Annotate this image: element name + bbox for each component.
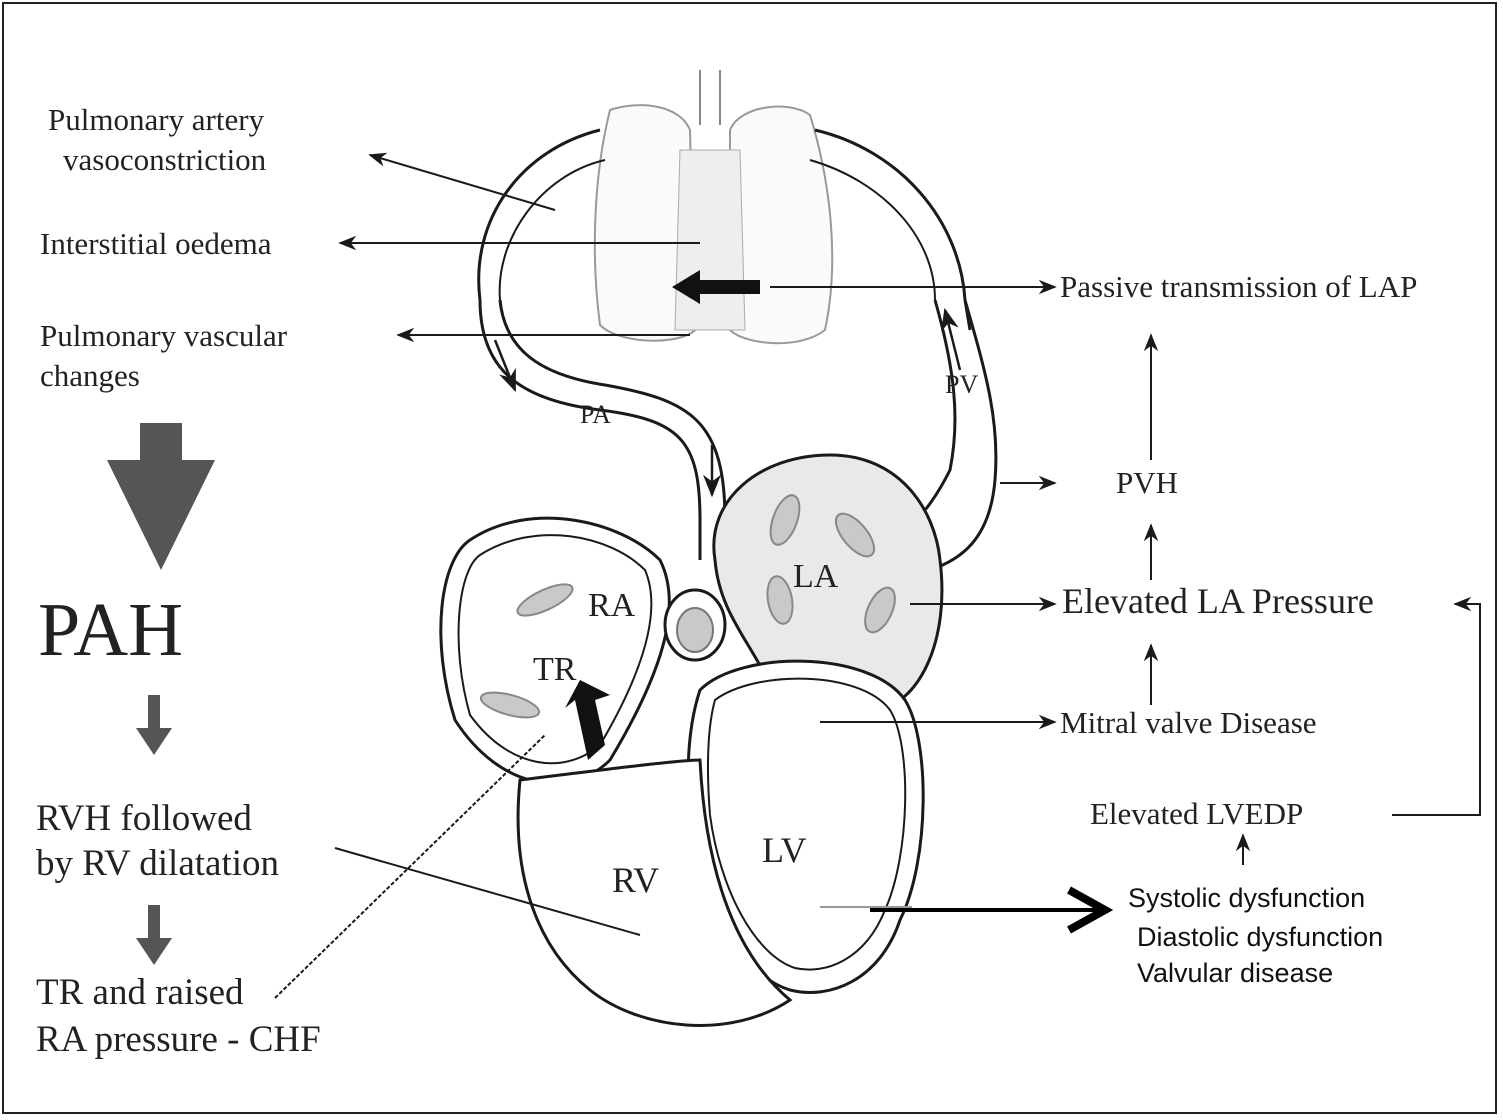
lung-right [730, 107, 832, 344]
trachea [700, 70, 720, 125]
pv-flow-arrow [945, 310, 960, 370]
label-pvh: PVH [1116, 465, 1178, 500]
heart-label-pa: PA [580, 400, 611, 429]
label-pav-line1: Pulmonary artery [48, 102, 265, 137]
label-tr-line2: RA pressure - CHF [36, 1019, 321, 1060]
label-pah: PAH [38, 588, 183, 672]
label-elevated-la: Elevated LA Pressure [1062, 581, 1374, 621]
label-diastolic: Diastolic dysfunction [1137, 922, 1383, 952]
heart-label-la: LA [793, 558, 839, 595]
label-pvc-line1: Pulmonary vascular [40, 318, 288, 353]
label-lvedp: Elevated LVEDP [1090, 796, 1303, 831]
label-valvular: Valvular disease [1137, 958, 1333, 988]
line-tr [275, 735, 545, 998]
label-mitral: Mitral valve Disease [1060, 705, 1317, 740]
heart-illustration [441, 70, 996, 1025]
heart-label-ra: RA [588, 587, 636, 624]
pah-big-arrow-icon [107, 423, 215, 570]
heart-label-rv: RV [612, 860, 659, 900]
pah-small-arrow-2-icon [136, 905, 172, 965]
heart-label-lv: LV [762, 830, 807, 870]
pah-small-arrow-1-icon [136, 695, 172, 755]
label-systolic: Systolic dysfunction [1128, 883, 1365, 913]
right-labels: Passive transmission of LAP PVH Elevated… [1060, 269, 1417, 988]
arrow-lvedp-loop [1392, 604, 1480, 815]
left-labels: Pulmonary artery vasoconstriction Inters… [36, 102, 321, 1060]
label-pvc-line2: changes [40, 358, 140, 393]
label-passive: Passive transmission of LAP [1060, 269, 1417, 304]
label-rvh-line2: by RV dilatation [36, 843, 279, 884]
heart-label-tr: TR [533, 651, 577, 688]
label-interstitial: Interstitial oedema [40, 226, 272, 261]
label-pav-line2: vasoconstriction [63, 142, 267, 177]
arrow-pav [370, 155, 555, 210]
label-rvh-line1: RVH followed [36, 798, 252, 839]
bronchi [675, 150, 745, 330]
label-tr-line1: TR and raised [36, 972, 244, 1013]
heart-label-pv: PV [945, 370, 978, 399]
